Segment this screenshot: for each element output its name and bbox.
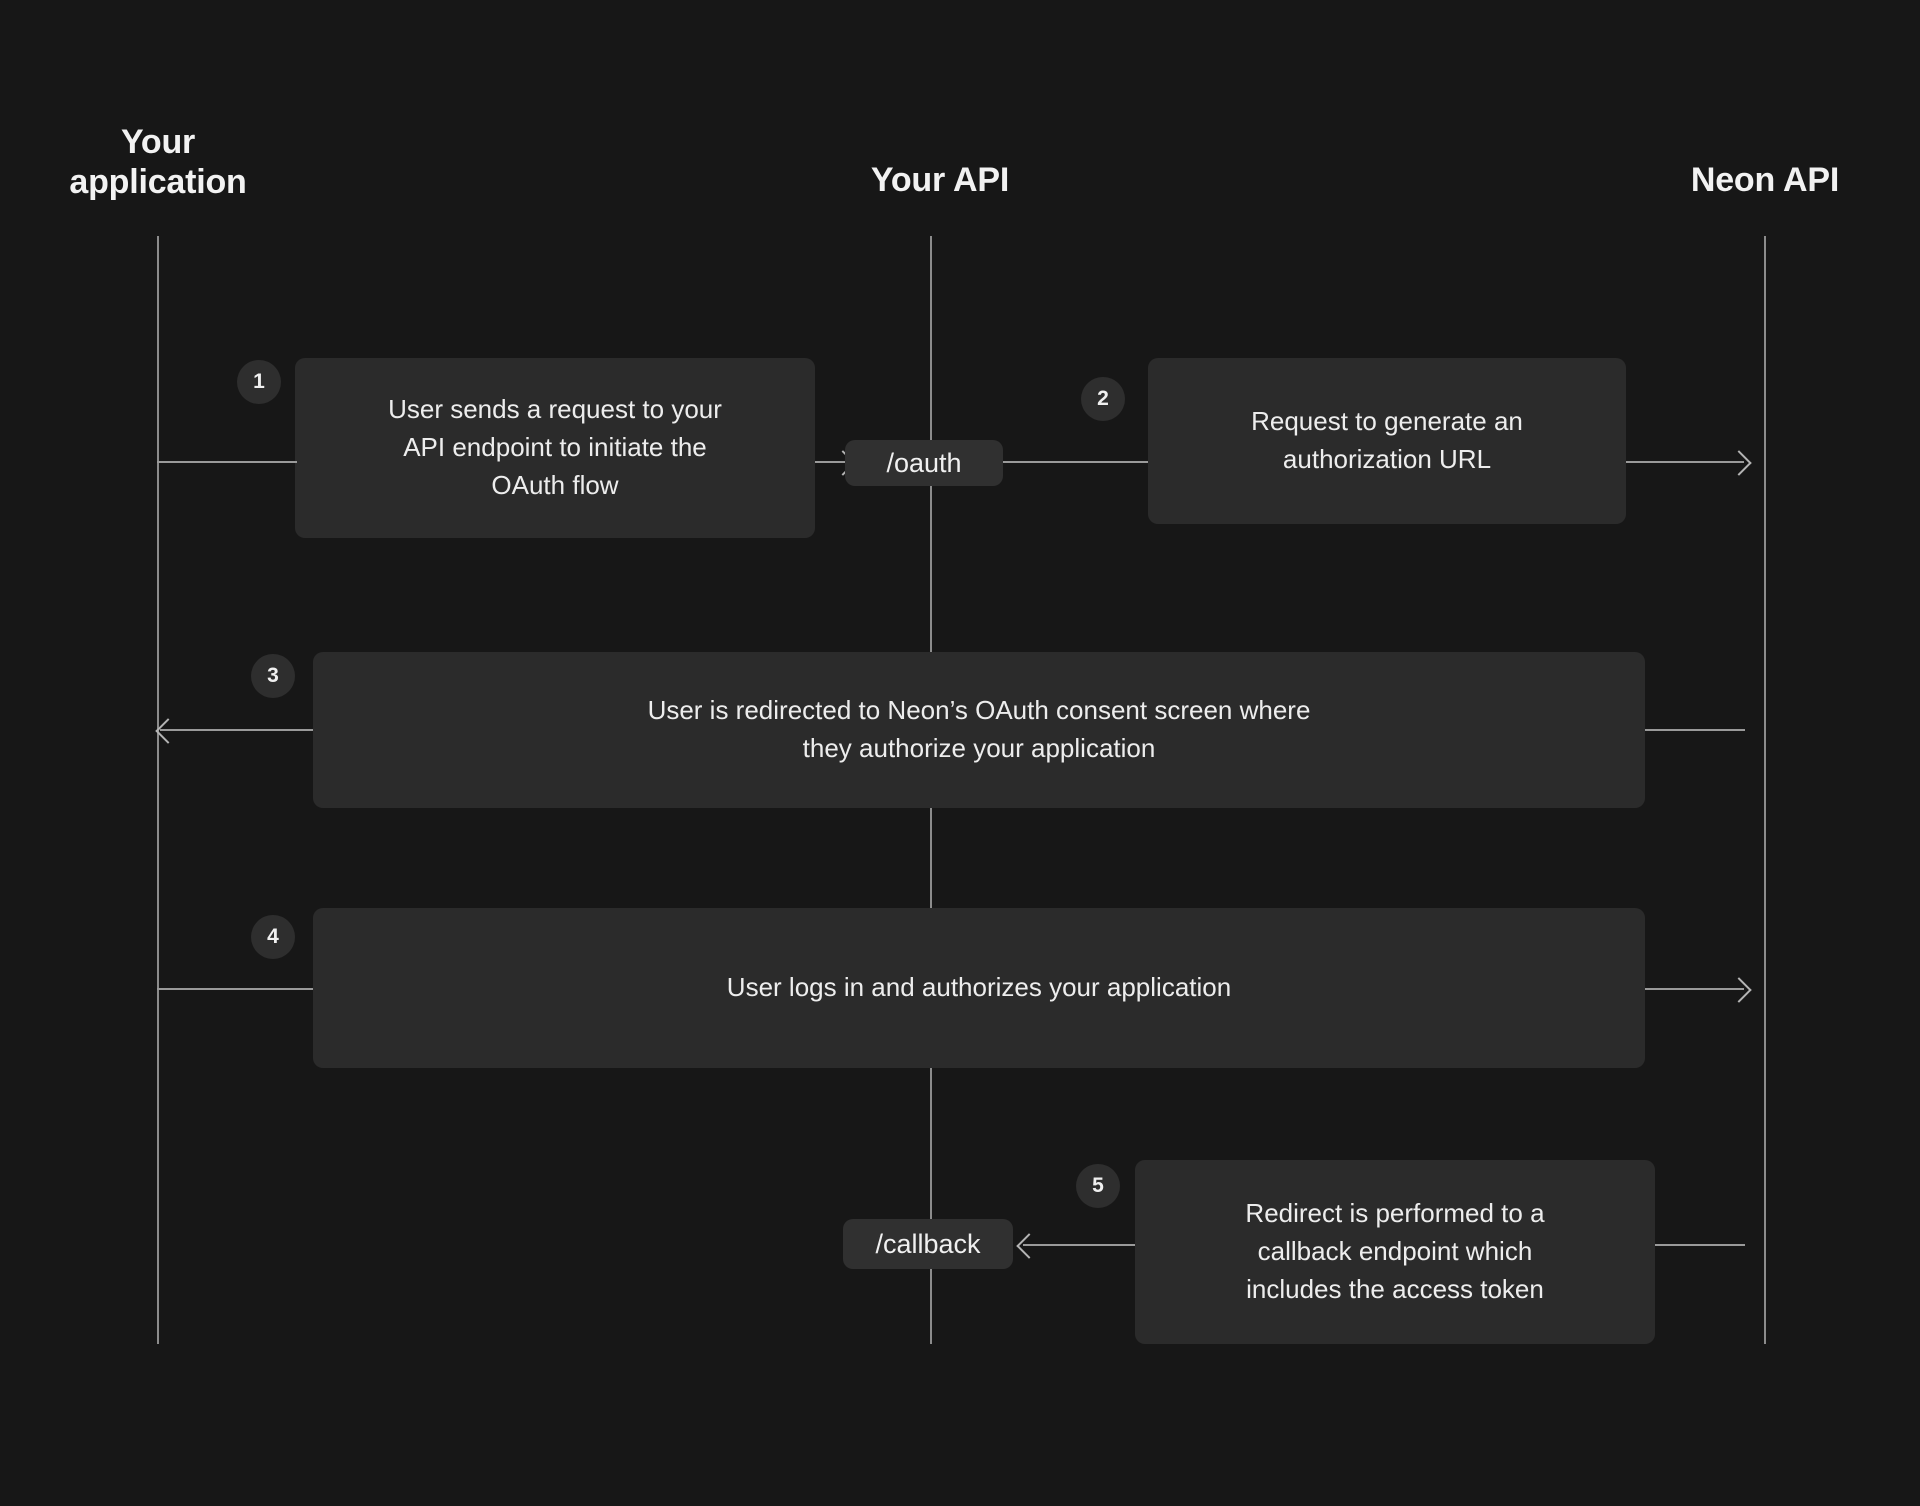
endpoint-pill-oauth[interactable]: /oauth [845, 440, 1003, 486]
arrowhead-step-5-to-callback [1016, 1233, 1042, 1259]
step-text-5: Redirect is performed to a callback endp… [1245, 1198, 1545, 1304]
connector-step-3-out [160, 729, 313, 731]
connector-step-1-out [815, 461, 849, 463]
step-box-2: Request to generate an authorization URL [1148, 358, 1626, 524]
lifeline-neon-api [1764, 236, 1766, 1344]
step-box-5: Redirect is performed to a callback endp… [1135, 1160, 1655, 1344]
step-text-4: User logs in and authorizes your applica… [726, 972, 1232, 1003]
actor-label-neon-api: Neon API [1690, 161, 1840, 199]
step-badge-3: 3 [251, 654, 295, 698]
arrowhead-step-3-to-your-application [155, 718, 181, 744]
arrowhead-step-4-to-neon-api [1726, 977, 1752, 1003]
endpoint-pill-callback[interactable]: /callback [843, 1219, 1013, 1269]
connector-step-2-out [1626, 461, 1744, 463]
step-box-1: User sends a request to your API endpoin… [295, 358, 815, 538]
step-text-2: Request to generate an authorization URL [1251, 406, 1523, 474]
step-badge-1: 1 [237, 360, 281, 404]
connector-step-4-out [1645, 988, 1744, 990]
step-text-1: User sends a request to your API endpoin… [388, 394, 722, 500]
actor-label-your-application: Your application [69, 123, 247, 202]
step-badge-2: 2 [1081, 377, 1125, 421]
connector-step-5-out [1023, 1244, 1135, 1246]
connector-step-4-in [157, 988, 313, 990]
step-box-4: User logs in and authorizes your applica… [313, 908, 1645, 1068]
connector-step-5-in [1655, 1244, 1745, 1246]
step-badge-5: 5 [1076, 1164, 1120, 1208]
actor-label-your-api: Your API [870, 161, 1010, 199]
connector-step-2-in [1003, 461, 1148, 463]
connector-step-3-in [1645, 729, 1745, 731]
step-box-3: User is redirected to Neon’s OAuth conse… [313, 652, 1645, 808]
step-badge-4: 4 [251, 915, 295, 959]
step-text-3: User is redirected to Neon’s OAuth conse… [647, 695, 1311, 763]
arrowhead-step-2-to-neon-api [1726, 450, 1752, 476]
connector-step-1-in [157, 461, 297, 463]
lifeline-your-application [157, 236, 159, 1344]
